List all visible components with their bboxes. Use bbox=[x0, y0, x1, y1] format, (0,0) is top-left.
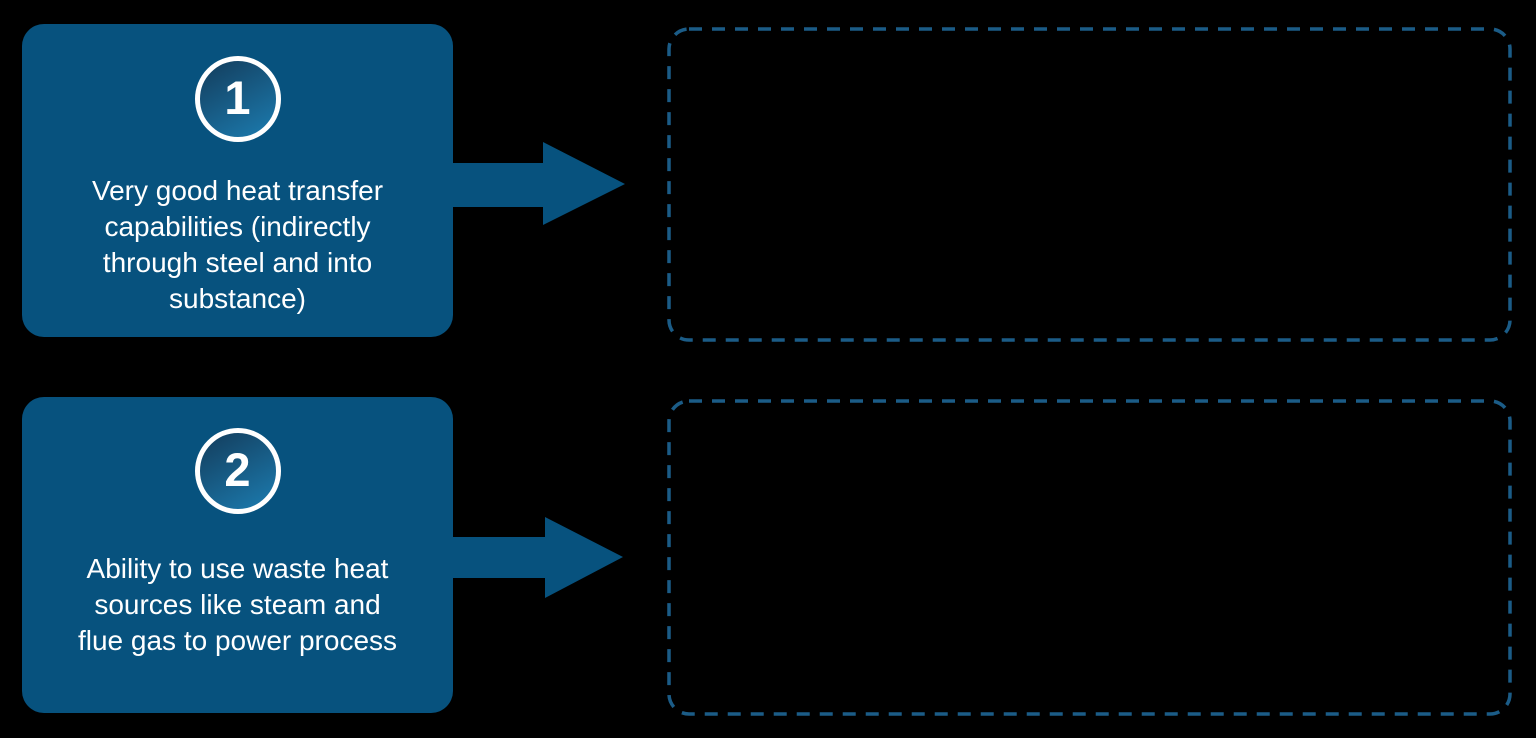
step-number-2: 2 bbox=[224, 442, 251, 496]
step-number-badge-2: 2 bbox=[194, 428, 281, 514]
arrow-right-icon-1 bbox=[450, 142, 625, 225]
dashed-placeholder-box-1 bbox=[667, 27, 1512, 342]
step-number-badge-1: 1 bbox=[194, 56, 281, 142]
dashed-placeholder-box-2 bbox=[667, 399, 1512, 716]
step-number-1: 1 bbox=[224, 70, 251, 124]
arrow-right-icon-2 bbox=[450, 517, 623, 598]
